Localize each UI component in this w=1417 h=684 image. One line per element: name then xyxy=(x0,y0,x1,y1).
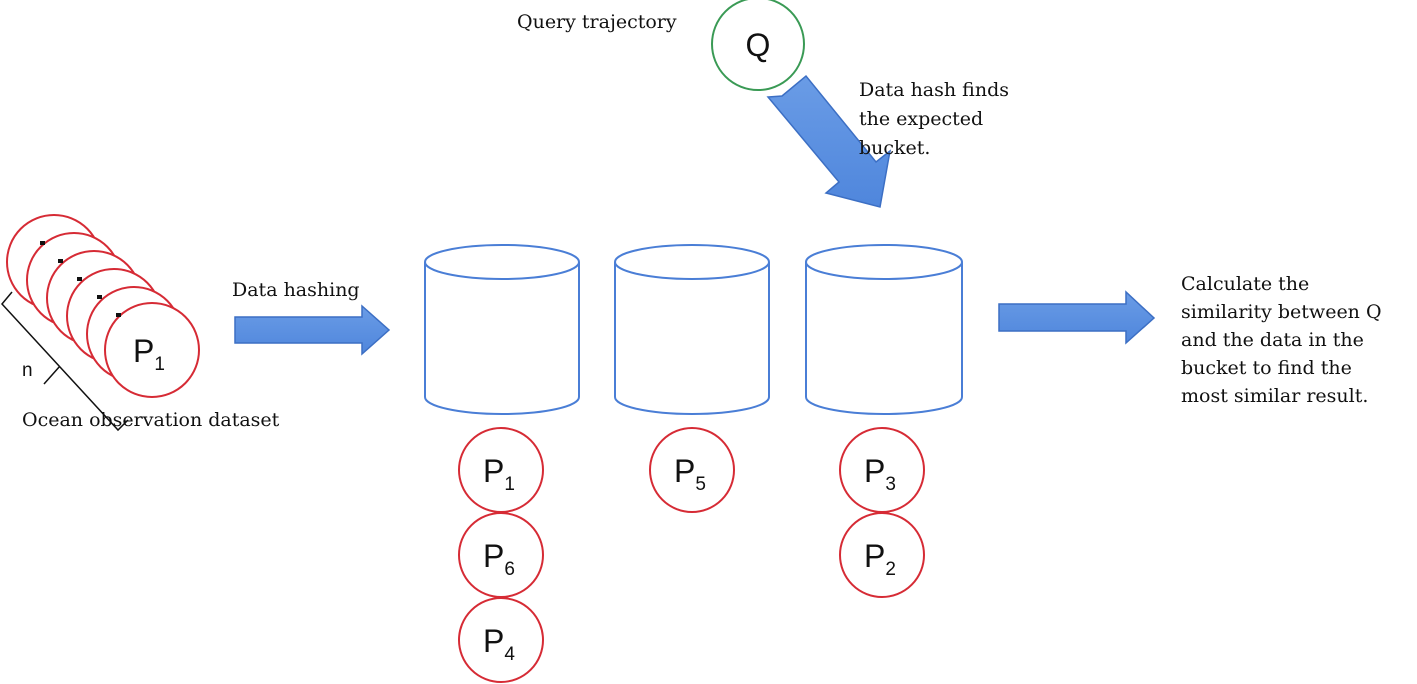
bucket-item-label: P4 xyxy=(483,623,515,665)
query-hash-note: Data hash finds the expected bucket. xyxy=(859,79,1015,159)
bucket-item-label: P3 xyxy=(864,453,896,495)
query-group: Query trajectory Q Data hash finds the e… xyxy=(517,0,1015,208)
query-hash-arrow xyxy=(766,74,892,208)
bucket-item-circle xyxy=(649,427,735,513)
bucket-2-body xyxy=(614,262,770,415)
bucket-3-body xyxy=(805,262,963,415)
bucket-item-circle xyxy=(458,597,544,683)
dataset-marker xyxy=(58,259,63,263)
query-symbol: Q xyxy=(746,27,771,63)
dataset-marker xyxy=(40,241,45,245)
bucket-3-items: P3 P2 xyxy=(839,427,925,598)
bucket-3-top xyxy=(805,244,963,280)
bucket-2-top xyxy=(614,244,770,280)
result-description: Calculate the similarity between Q and t… xyxy=(1181,273,1388,407)
query-label: Query trajectory xyxy=(517,11,677,33)
data-hashing-step: Data hashing xyxy=(232,279,391,356)
bucket-1-top xyxy=(424,244,580,280)
dataset-marker xyxy=(116,313,121,317)
query-circle xyxy=(711,0,805,91)
bucket-1-items: P1 P6 P4 xyxy=(458,427,544,683)
dataset-marker xyxy=(97,295,102,299)
bucket-item-label: P5 xyxy=(674,453,706,495)
result-arrow xyxy=(998,290,1156,345)
dataset-label: Ocean observation dataset xyxy=(22,409,280,431)
dataset-size-bracket xyxy=(1,291,129,432)
dataset-front-label: P1 xyxy=(133,333,165,375)
bucket-3 xyxy=(805,244,963,415)
data-hashing-label: Data hashing xyxy=(232,279,360,301)
bucket-item-label: P1 xyxy=(483,453,515,495)
dataset-stack: P1 n Ocean observation dataset xyxy=(1,214,280,432)
dataset-marker xyxy=(77,277,82,281)
bucket-2 xyxy=(614,244,770,415)
result-step: Calculate the similarity between Q and t… xyxy=(998,273,1388,407)
dataset-front-circle xyxy=(104,302,200,398)
bucket-item-label: P6 xyxy=(483,538,515,580)
dataset-size-label: n xyxy=(22,360,33,381)
bucket-item-label: P2 xyxy=(864,538,896,580)
bucket-2-items: P5 xyxy=(649,427,735,513)
bucket-1-body xyxy=(424,262,580,415)
bucket-item-circle xyxy=(839,512,925,598)
data-hashing-arrow xyxy=(234,304,391,356)
bucket-1 xyxy=(424,244,580,415)
